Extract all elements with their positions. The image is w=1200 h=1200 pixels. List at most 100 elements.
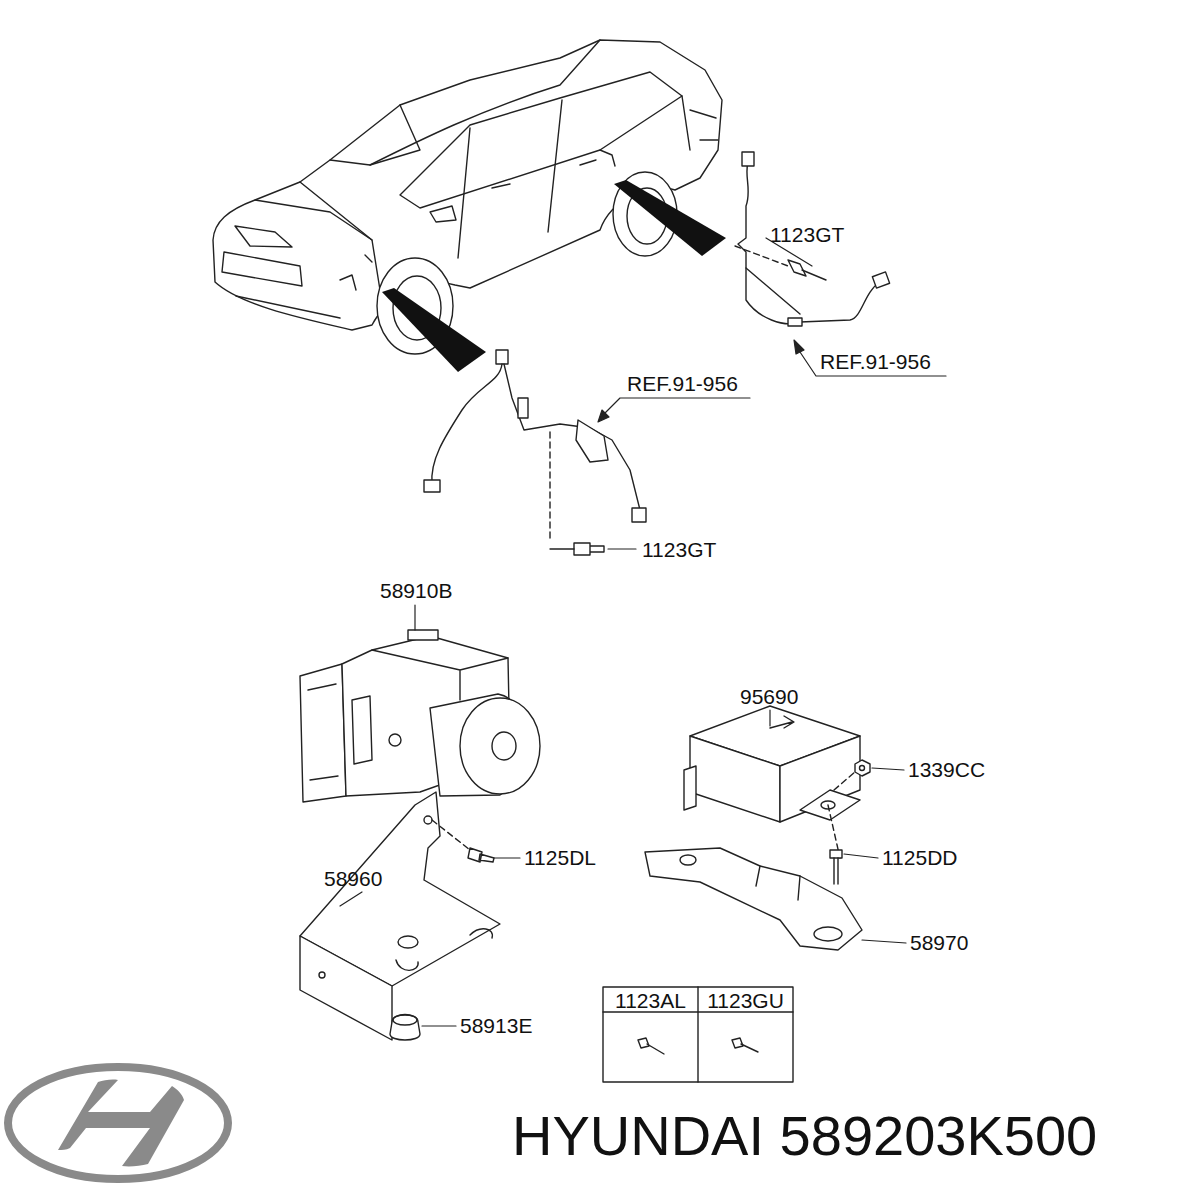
front-wheel-sensor bbox=[504, 364, 640, 510]
hydraulic-unit bbox=[408, 630, 438, 640]
car-sketch bbox=[340, 255, 372, 290]
leader-lines bbox=[872, 768, 904, 770]
rear-wheel-sensor bbox=[872, 272, 889, 288]
front-wheel-sensor bbox=[632, 508, 646, 522]
leader-lines bbox=[844, 854, 878, 858]
bolt-table bbox=[741, 1044, 758, 1052]
table-cell: 1123AL bbox=[603, 990, 698, 1011]
car-sketch bbox=[330, 105, 420, 165]
sensor-bracket bbox=[756, 866, 800, 900]
callout-number: 58913E bbox=[460, 1015, 532, 1036]
car-sketch bbox=[213, 40, 722, 330]
sensor-bracket bbox=[645, 848, 862, 950]
detail-wedge bbox=[614, 180, 726, 256]
nut bbox=[834, 760, 870, 790]
front-wheel-sensor bbox=[549, 432, 550, 540]
car-sketch bbox=[370, 40, 600, 165]
hydraulic-unit bbox=[492, 732, 516, 760]
front-wheel-sensor bbox=[518, 398, 528, 418]
unit-bracket bbox=[300, 936, 392, 1040]
callout-number: 58970 bbox=[910, 932, 968, 953]
brand-part-number: HYUNDAI 589203K500 bbox=[512, 1108, 1097, 1164]
nut bbox=[834, 772, 855, 790]
front-wheel-sensor bbox=[424, 350, 646, 555]
bushing bbox=[393, 1015, 417, 1025]
car-sketch bbox=[236, 296, 340, 318]
yaw-sensor bbox=[770, 716, 794, 728]
car-sketch bbox=[235, 226, 292, 247]
bolt-table bbox=[638, 1038, 649, 1048]
rear-wheel-sensor bbox=[735, 246, 788, 266]
callout-number: 1125DD bbox=[882, 847, 958, 868]
bolt-table bbox=[603, 987, 793, 1082]
unit-bracket bbox=[470, 929, 492, 938]
unit-bracket bbox=[396, 960, 418, 970]
rear-wheel-sensor bbox=[788, 318, 802, 326]
rear-wheel-sensor bbox=[738, 162, 880, 324]
rear-wheel-sensor bbox=[802, 270, 826, 280]
nut bbox=[860, 766, 865, 771]
hydraulic-unit bbox=[372, 650, 508, 700]
hydraulic-unit bbox=[389, 734, 401, 746]
hydraulic-unit bbox=[352, 696, 372, 764]
bolt-table bbox=[732, 1038, 743, 1048]
front-wheel-sensor bbox=[576, 420, 608, 462]
car-sketch bbox=[300, 182, 372, 240]
unit-bracket bbox=[432, 820, 470, 850]
bolt-table bbox=[603, 987, 793, 1082]
yaw-sensor bbox=[684, 766, 696, 810]
car-sketch bbox=[492, 160, 596, 188]
callout-number: 1123GT bbox=[642, 539, 716, 560]
sensor-bracket bbox=[680, 855, 696, 865]
rear-wheel-sensor bbox=[788, 260, 806, 276]
table-cell: 1123GU bbox=[698, 990, 793, 1011]
bolt-table bbox=[647, 1044, 664, 1054]
front-wheel-sensor bbox=[424, 480, 440, 492]
yaw-sensor bbox=[690, 736, 780, 822]
callout-number: 95690 bbox=[740, 686, 798, 707]
car-sketch bbox=[255, 200, 380, 290]
callout-number: 1123GT bbox=[770, 224, 844, 245]
bolt-table bbox=[603, 987, 793, 1082]
reference-label: REF.91-956 bbox=[820, 351, 931, 372]
car-sketch bbox=[600, 150, 615, 166]
front-wheel-sensor bbox=[550, 548, 574, 549]
callout-number: 58910B bbox=[380, 580, 452, 601]
leader-lines bbox=[608, 548, 636, 549]
bushing bbox=[390, 1015, 420, 1041]
front-wheel-sensor bbox=[496, 350, 508, 364]
leader-lines bbox=[414, 605, 415, 630]
hydraulic-unit bbox=[300, 630, 540, 802]
leader-lines bbox=[862, 940, 906, 943]
car-sketch bbox=[430, 206, 456, 222]
hydraulic-unit bbox=[460, 698, 540, 794]
rear-wheel-sensor bbox=[742, 152, 754, 166]
detail-wedge bbox=[382, 180, 726, 372]
callout-number: 1125DL bbox=[524, 847, 596, 868]
reference-label: REF.91-956 bbox=[627, 373, 738, 394]
unit-bracket bbox=[300, 792, 500, 1040]
yaw-sensor bbox=[684, 706, 860, 858]
leader-lines bbox=[422, 1025, 456, 1026]
car-sketch bbox=[222, 252, 302, 286]
unit-bracket bbox=[468, 848, 494, 862]
detail-wedge bbox=[382, 288, 486, 372]
leader-lines bbox=[494, 857, 520, 858]
leader-lines bbox=[340, 238, 946, 1026]
hydraulic-unit bbox=[300, 664, 346, 802]
hydraulic-unit bbox=[308, 684, 338, 780]
front-wheel-sensor bbox=[432, 364, 502, 484]
bolt bbox=[834, 858, 838, 884]
callout-number: 1339CC bbox=[908, 759, 985, 780]
car-sketch bbox=[458, 96, 690, 258]
car-sketch bbox=[690, 110, 718, 140]
rear-wheel-sensor bbox=[735, 152, 890, 326]
brand-logo bbox=[8, 1067, 228, 1179]
unit-bracket bbox=[398, 936, 418, 948]
bushing bbox=[390, 1015, 420, 1041]
yaw-sensor bbox=[780, 736, 860, 822]
unit-bracket bbox=[319, 972, 325, 978]
brand-logo bbox=[8, 1067, 228, 1179]
front-wheel-sensor bbox=[574, 543, 604, 555]
